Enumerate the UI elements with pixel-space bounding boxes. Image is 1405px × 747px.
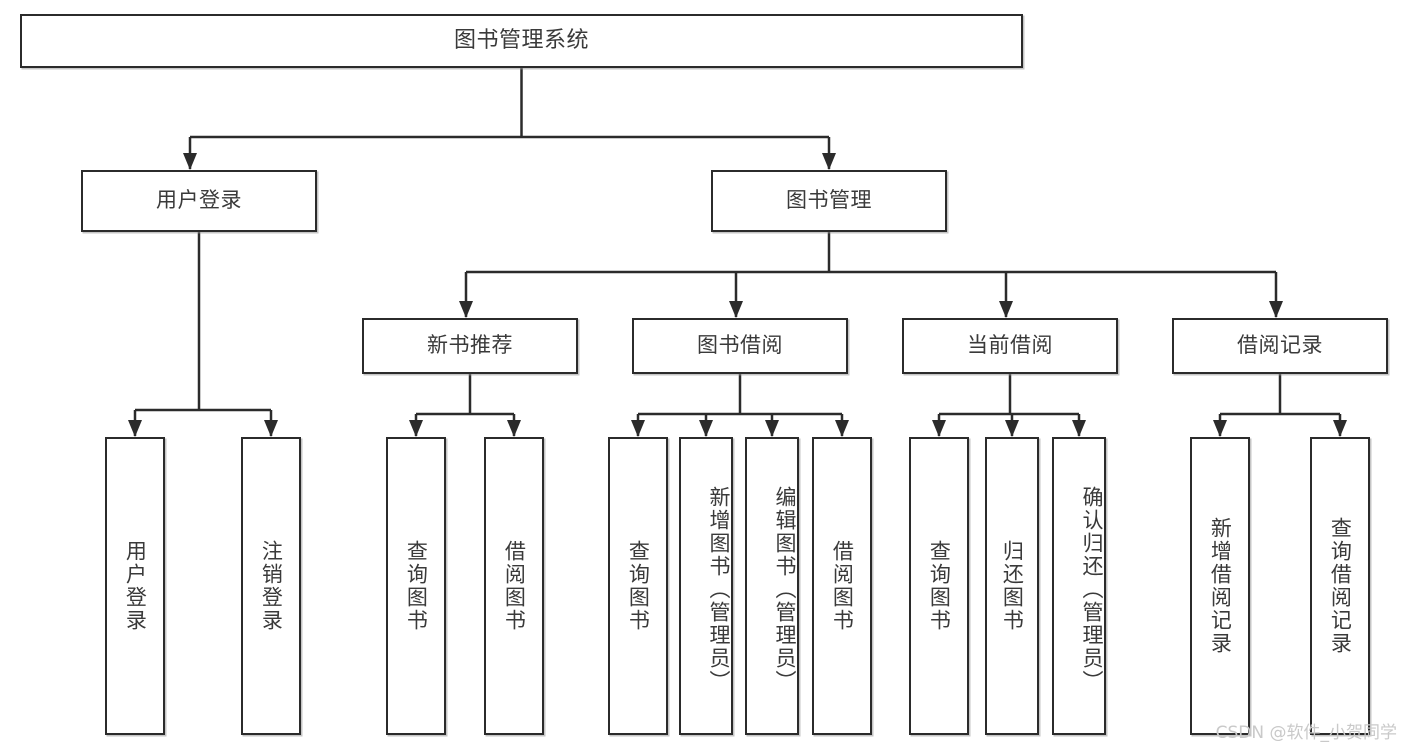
node-label-borrow-record: 借阅记录 [1237,333,1323,358]
root-to-level2-arrow-0 [183,153,197,170]
node-user-login[interactable]: 用户登录 [81,170,317,232]
user-login-to-leaves-arrow-0 [128,420,142,437]
book-manage-to-level3-arrow-0 [459,301,473,318]
node-label-leaf-add-borrow-record: 新增借阅记录 [1208,517,1233,655]
node-label-leaf-query-book-2: 查询图书 [626,540,651,632]
book-borrow-to-leaves-arrow-1 [699,420,713,437]
node-root[interactable]: 图书管理系统 [20,14,1023,68]
node-label-root: 图书管理系统 [453,27,589,53]
borrow-record-to-leaves-arrow-1 [1333,420,1347,437]
node-leaf-borrow-book-2[interactable]: 借阅图书 [812,437,872,735]
node-label-book-borrow: 图书借阅 [697,333,783,358]
book-manage-to-level3-arrow-1 [729,301,743,318]
node-leaf-return-book[interactable]: 归还图书 [985,437,1039,735]
current-borrow-to-leaves-arrow-0 [932,420,946,437]
node-borrow-record[interactable]: 借阅记录 [1172,318,1388,374]
node-leaf-edit-book-admin[interactable]: 编辑图书（管理员） [745,437,799,735]
node-leaf-user-login[interactable]: 用户登录 [105,437,165,735]
node-label-leaf-user-login: 用户登录 [123,540,148,632]
current-borrow-to-leaves-arrow-1 [1005,420,1019,437]
node-label-leaf-borrow-book-1: 借阅图书 [502,540,527,632]
node-label-book-manage: 图书管理 [786,188,872,213]
node-new-book-recommend[interactable]: 新书推荐 [362,318,578,374]
new-book-to-leaves-arrow-1 [507,420,521,437]
node-label-current-borrow: 当前借阅 [967,333,1053,358]
node-label-leaf-return-book: 归还图书 [1000,540,1025,632]
borrow-record-to-leaves-arrow-0 [1213,420,1227,437]
user-login-to-leaves-arrow-1 [264,420,278,437]
book-borrow-to-leaves-arrow-2 [765,420,779,437]
node-leaf-query-book-1[interactable]: 查询图书 [386,437,446,735]
node-label-new-book-recommend: 新书推荐 [427,333,513,358]
current-borrow-to-leaves-arrow-2 [1072,420,1086,437]
node-leaf-query-borrow-record[interactable]: 查询借阅记录 [1310,437,1370,735]
book-manage-to-level3-arrow-2 [999,301,1013,318]
node-leaf-query-book-3[interactable]: 查询图书 [909,437,969,735]
node-leaf-confirm-return-admin[interactable]: 确认归还（管理员） [1052,437,1106,735]
node-leaf-borrow-book-1[interactable]: 借阅图书 [484,437,544,735]
book-borrow-to-leaves-arrow-3 [835,420,849,437]
node-current-borrow[interactable]: 当前借阅 [902,318,1118,374]
node-book-manage[interactable]: 图书管理 [711,170,947,232]
node-leaf-query-book-2[interactable]: 查询图书 [608,437,668,735]
new-book-to-leaves-arrow-0 [409,420,423,437]
node-label-user-login: 用户登录 [156,188,242,213]
node-book-borrow[interactable]: 图书借阅 [632,318,848,374]
node-leaf-add-borrow-record[interactable]: 新增借阅记录 [1190,437,1250,735]
node-leaf-add-book-admin[interactable]: 新增图书（管理员） [679,437,733,735]
csdn-watermark: CSDN @软件_小贺同学 [1215,723,1397,743]
book-borrow-to-leaves-arrow-0 [631,420,645,437]
node-label-leaf-borrow-book-2: 借阅图书 [830,540,855,632]
node-label-leaf-add-book-admin: 新增图书（管理员） [707,485,731,693]
node-leaf-user-logout[interactable]: 注销登录 [241,437,301,735]
root-to-level2-arrow-1 [822,153,836,170]
node-label-leaf-query-book-3: 查询图书 [927,540,952,632]
node-label-leaf-user-logout: 注销登录 [259,540,284,632]
node-label-leaf-edit-book-admin: 编辑图书（管理员） [773,485,797,693]
book-manage-to-level3-arrow-3 [1269,301,1283,318]
node-label-leaf-query-book-1: 查询图书 [404,540,429,632]
node-label-leaf-query-borrow-record: 查询借阅记录 [1328,517,1353,655]
node-label-leaf-confirm-return-admin: 确认归还（管理员） [1080,485,1104,693]
